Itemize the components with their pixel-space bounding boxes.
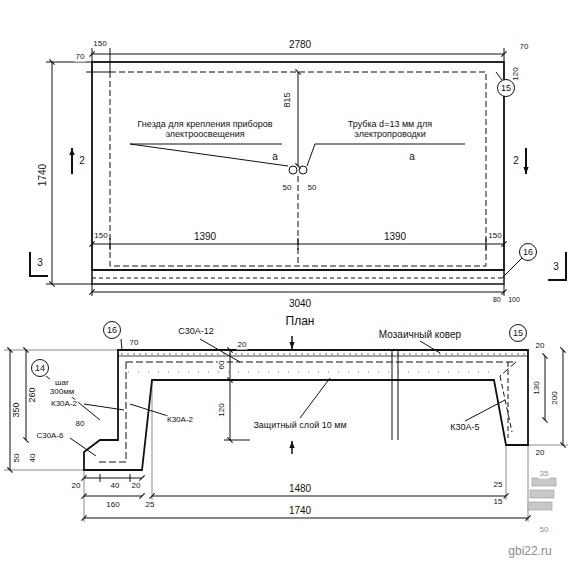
drawing-label: 40: [29, 453, 38, 464]
drawing-label: 2780: [288, 39, 312, 50]
drawing-label: 815: [283, 91, 293, 108]
callout-circle: 16: [103, 321, 121, 339]
drawing-label: 130: [533, 380, 542, 395]
callout-circle: 14: [31, 359, 49, 377]
drawing-label: gbi22.ru: [507, 545, 552, 558]
drawing-label: 60: [218, 360, 227, 371]
drawing-label: 1390: [383, 231, 407, 242]
drawing-label: 80: [492, 296, 502, 304]
drawing-label: 70: [129, 339, 140, 348]
drawing-label: 1740: [288, 505, 312, 516]
callout-number: 16: [523, 248, 533, 257]
drawing-label: План: [285, 315, 316, 328]
drawing-label: шаг 300мм: [41, 379, 83, 397]
drawing-label: 15: [493, 498, 504, 507]
drawing-label: 350: [12, 401, 22, 418]
drawing-label: 40: [110, 482, 121, 491]
drawing-label: 2: [512, 155, 520, 166]
drawing-label: 70: [75, 53, 86, 62]
drawing-label: 150: [92, 40, 107, 49]
drawing-label: 25: [493, 481, 504, 490]
drawing-label: 50: [307, 184, 318, 193]
callout-circle: 15: [509, 324, 527, 342]
drawing-label: 20: [71, 482, 82, 491]
drawing-label: 70: [519, 43, 530, 52]
drawing-label: 160: [105, 501, 120, 510]
drawing-label: 120: [512, 66, 521, 81]
drawing-label: 3040: [288, 298, 312, 309]
drawing-label: Мозаичный ковер: [378, 329, 462, 340]
drawing-label: 3: [552, 261, 560, 272]
drawing-label: Гнезда для крепления приборов электроосв…: [129, 120, 281, 140]
drawing-label: С30А-12: [177, 327, 215, 337]
drawing-label: 50: [13, 453, 22, 464]
drawing-label: 2: [78, 155, 86, 166]
drawing-label: 20: [237, 341, 248, 350]
callout-number: 16: [107, 326, 117, 335]
drawing-label: 260: [28, 386, 38, 403]
drawing-label: 20: [131, 482, 142, 491]
drawing-label: 80: [75, 420, 86, 429]
drawing-label: С30А-6: [35, 432, 64, 441]
drawing-label: 1740: [37, 163, 48, 187]
drawing-label: 120: [218, 402, 227, 417]
callout-number: 14: [35, 364, 45, 373]
drawing-label: 3: [36, 257, 44, 268]
drawing-label: 100: [507, 296, 521, 304]
drawing-label: 200: [551, 390, 560, 405]
drawing-label: а: [271, 151, 279, 162]
callout-number: 15: [501, 84, 511, 93]
drawing-label: 50: [282, 184, 293, 193]
drawing-label: 50: [539, 526, 550, 535]
callout-circle: 16: [519, 243, 537, 261]
drawing-label: 20: [535, 342, 546, 351]
callout-circle: 15: [497, 79, 515, 97]
drawing-label: 35: [539, 470, 550, 479]
drawing-label: 150: [93, 232, 108, 241]
drawing-label: 1390: [193, 231, 217, 242]
drawing-label: а: [408, 151, 416, 162]
drawing-label: К30А-2: [166, 416, 194, 425]
drawing-label: Трубка d=13 мм для электропроводки: [314, 120, 466, 140]
callout-number: 15: [513, 329, 523, 338]
drawing-label: 25: [145, 501, 156, 510]
drawing-label: К30А-5: [449, 423, 480, 433]
drawing-label: 150: [487, 232, 502, 241]
drawing-label: 1480: [288, 483, 312, 494]
drawing-label: К30А-2: [50, 400, 78, 409]
drawing-label: Защитный слой 10 мм: [252, 421, 347, 431]
drawing-label: 20: [535, 449, 546, 458]
